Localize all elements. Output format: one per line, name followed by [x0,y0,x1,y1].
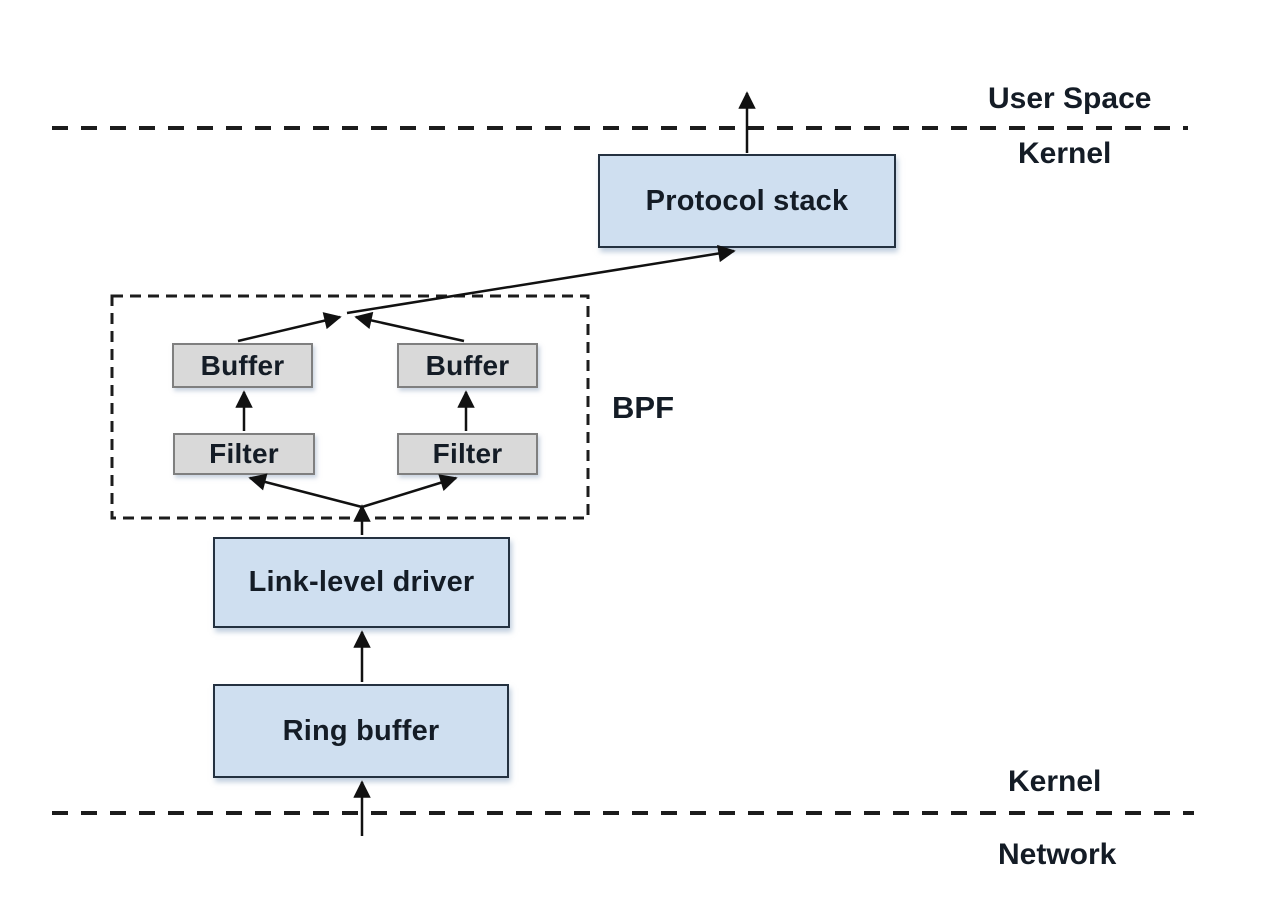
buffer-right-box: Buffer [397,343,538,388]
buffer-left-box: Buffer [172,343,313,388]
arrow-branch-to-filter-left [248,473,363,509]
bpf-dashed-container [110,294,590,520]
protocol-stack-label: Protocol stack [645,184,849,217]
user-space-region-label: User Space [988,82,1152,115]
link-level-driver-box: Link-level driver [213,537,510,628]
filter-left-label: Filter [209,438,279,469]
filter-right-label: Filter [432,438,503,469]
protocol-stack-box: Protocol stack [598,154,896,248]
bpf-region-label: BPF [612,390,674,425]
arrow-buffer-right-to-merge [354,311,465,343]
arrow-buffer-left-to-merge [237,312,342,343]
arrow-branch-to-filter-right [361,474,458,509]
filter-left-box: Filter [173,433,315,475]
ring-buffer-box: Ring buffer [213,684,509,778]
buffer-left-label: Buffer [200,349,285,381]
filter-right-box: Filter [397,433,538,475]
buffer-right-label: Buffer [425,349,510,381]
kernel-top-region-label: Kernel [1018,137,1112,170]
arrow-merge-to-protocol-stack [346,244,736,315]
ring-buffer-label: Ring buffer [282,714,440,747]
kernel-bottom-region-label: Kernel [1008,765,1102,798]
network-region-label: Network [998,838,1117,871]
link-level-driver-label: Link-level driver [248,566,475,598]
